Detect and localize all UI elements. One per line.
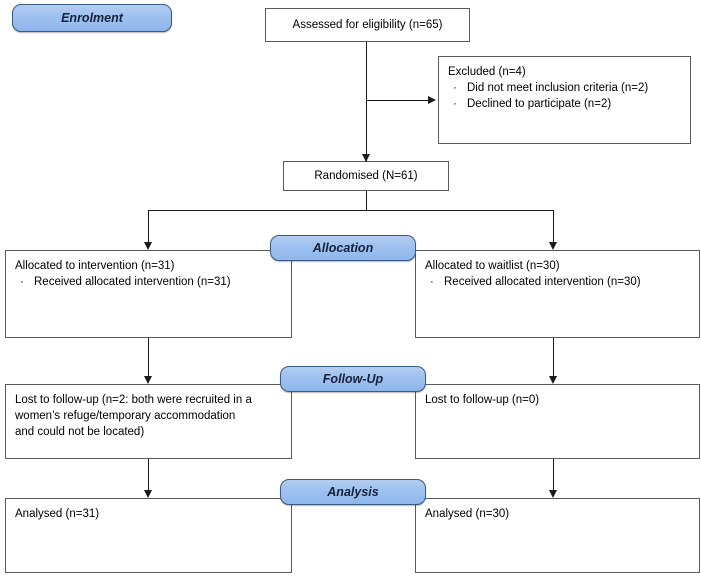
bullet-icon: · (453, 82, 457, 94)
bullet-icon: · (453, 98, 457, 110)
box-lost-left-line-1: women’s refuge/temporary accommodation (15, 410, 236, 422)
arrowhead-right-allocation (548, 242, 557, 250)
box-allocated-waitlist-heading: Allocated to waitlist (n=30) (425, 260, 560, 272)
arrowhead-left-analysis (143, 490, 152, 498)
arrowhead-left-allocation (143, 242, 152, 250)
box-allocated-intervention: Allocated to intervention (n=31) · Recei… (5, 250, 292, 338)
connector-left-followup-to-analysis (148, 459, 149, 495)
bullet-icon: · (20, 276, 24, 288)
bullet-icon: · (430, 276, 434, 288)
stage-label-allocation: Allocation (270, 235, 416, 261)
arrowhead-right-followup (548, 376, 557, 384)
connector-right-followup-to-analysis (553, 459, 554, 495)
arrowhead-left-followup (143, 376, 152, 384)
box-allocated-intervention-item-0-text: Received allocated intervention (n=31) (34, 276, 231, 288)
box-randomised-text: Randomised (N=61) (314, 170, 418, 182)
stage-label-analysis: Analysis (280, 479, 426, 505)
box-allocated-waitlist-item-0: · Received allocated intervention (n=30) (425, 274, 690, 290)
box-excluded-item-0-text: Did not meet inclusion criteria (n=2) (467, 82, 649, 94)
box-allocated-intervention-item-0: · Received allocated intervention (n=31) (15, 274, 282, 290)
box-allocated-waitlist-item-0-text: Received allocated intervention (n=30) (444, 276, 641, 288)
box-randomised: Randomised (N=61) (283, 161, 449, 191)
connector-randomised-to-right-allocation (553, 210, 554, 244)
connector-randomised-stem (366, 191, 367, 210)
box-allocated-intervention-heading: Allocated to intervention (n=31) (15, 260, 175, 272)
connector-right-allocation-to-followup (553, 338, 554, 380)
box-assessed-for-eligibility: Assessed for eligibility (n=65) (265, 8, 470, 42)
stage-label-allocation-text: Allocation (312, 241, 374, 255)
box-assessed-text: Assessed for eligibility (n=65) (292, 19, 443, 31)
connector-randomised-to-left-allocation (148, 210, 149, 244)
stage-label-enrolment-text: Enrolment (61, 11, 123, 25)
connector-randomised-split (148, 210, 553, 211)
box-analysed-left-line-0: Analysed (n=31) (15, 508, 100, 520)
box-analysed-right-line-0: Analysed (n=30) (425, 508, 510, 520)
stage-label-enrolment: Enrolment (12, 4, 172, 32)
box-analysed-right: Analysed (n=30) (415, 498, 700, 573)
box-excluded: Excluded (n=4) · Did not meet inclusion … (438, 56, 691, 144)
box-excluded-heading: Excluded (n=4) (448, 66, 526, 78)
box-allocated-waitlist: Allocated to waitlist (n=30) · Received … (415, 250, 700, 338)
box-analysed-left: Analysed (n=31) (5, 498, 292, 573)
box-lost-to-followup-left: Lost to follow-up (n=2: both were recrui… (5, 384, 292, 459)
connector-to-excluded (366, 100, 430, 101)
box-lost-left-line-2: and could not be located) (15, 426, 145, 438)
connector-left-allocation-to-followup (148, 338, 149, 380)
arrowhead-right-analysis (548, 490, 557, 498)
stage-label-followup-text: Follow-Up (322, 372, 384, 386)
box-lost-left-line-0: Lost to follow-up (n=2: both were recrui… (15, 394, 252, 406)
box-excluded-item-1: · Declined to participate (n=2) (448, 96, 681, 112)
box-excluded-item-1-text: Declined to participate (n=2) (467, 98, 612, 110)
stage-label-analysis-text: Analysis (327, 485, 379, 499)
box-lost-right-line-0: Lost to follow-up (n=0) (425, 394, 540, 406)
stage-label-followup: Follow-Up (280, 366, 426, 392)
arrowhead-randomised (361, 154, 370, 162)
connector-assessed-to-randomised (366, 42, 367, 162)
arrowhead-excluded (428, 96, 436, 104)
box-lost-to-followup-right: Lost to follow-up (n=0) (415, 384, 700, 459)
box-excluded-item-0: · Did not meet inclusion criteria (n=2) (448, 80, 681, 96)
